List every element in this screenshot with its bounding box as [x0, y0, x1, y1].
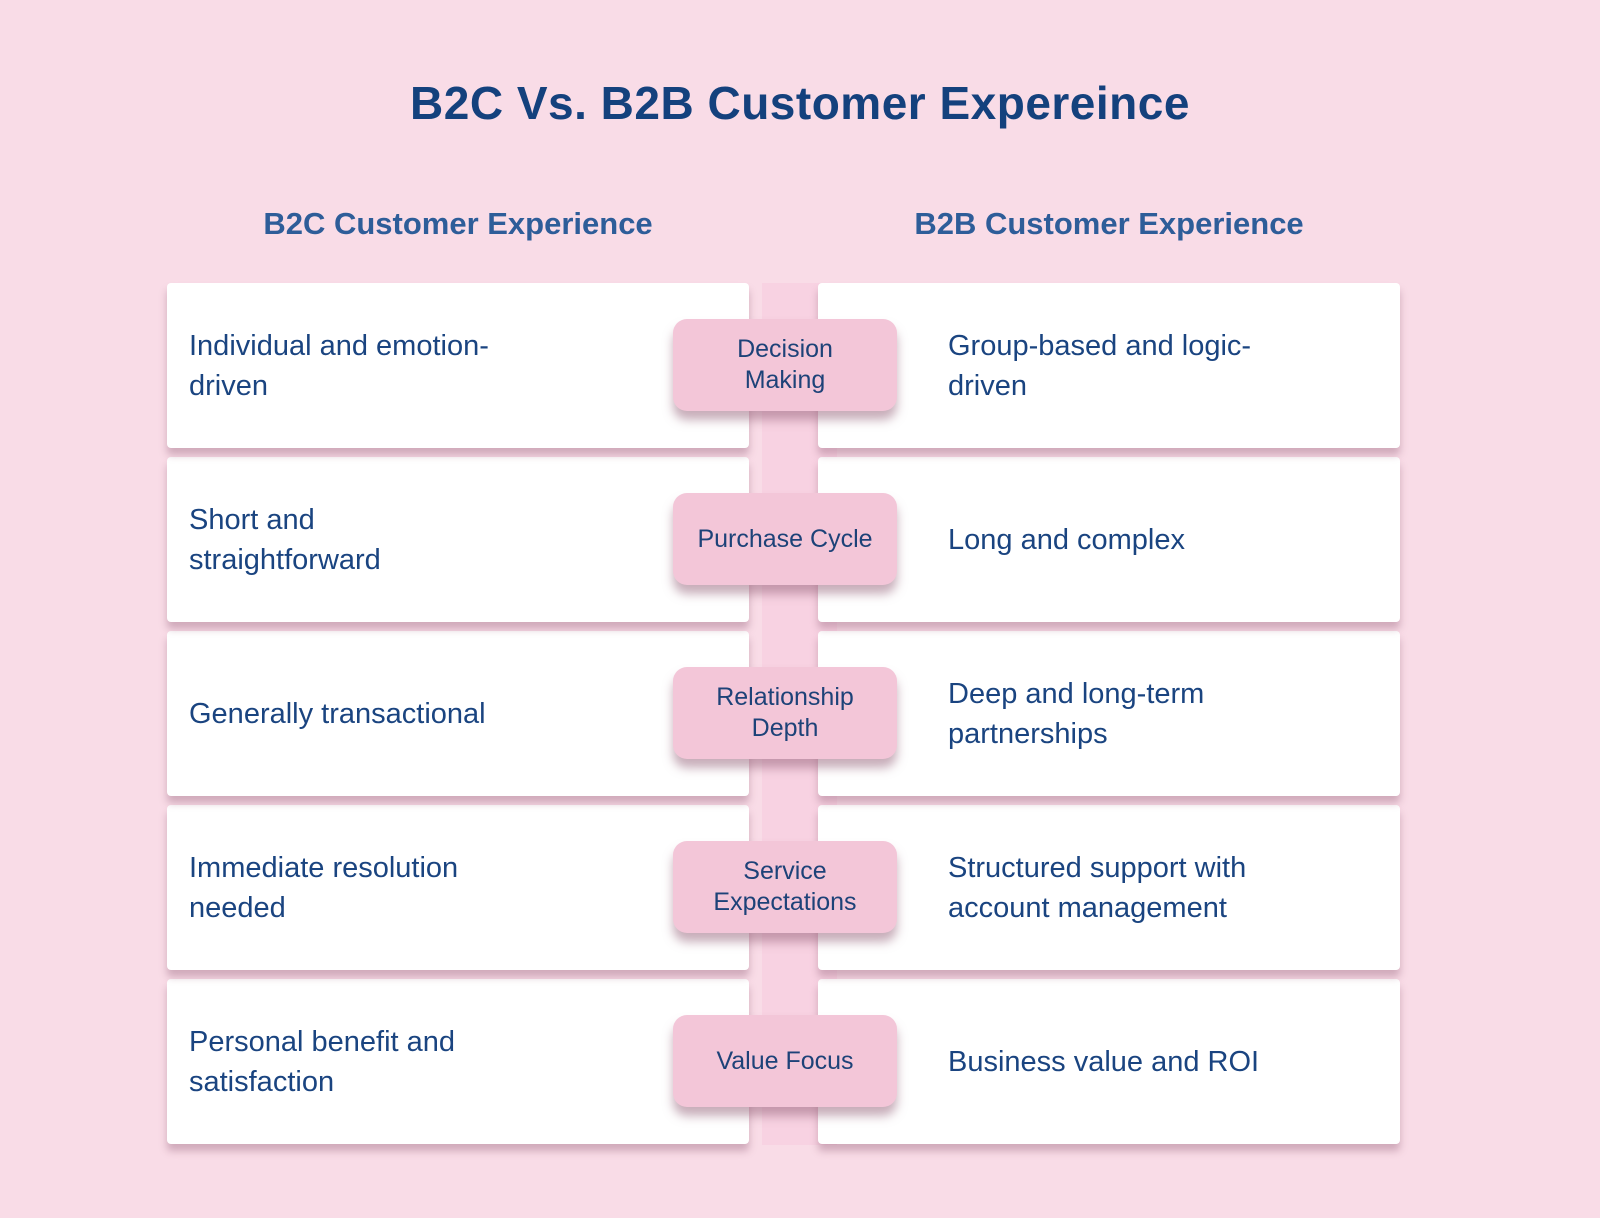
b2c-text: Personal benefit and satisfaction — [189, 1025, 456, 1098]
column-header-b2c: B2C Customer Experience — [263, 206, 653, 241]
b2b-card: Long and complex — [818, 457, 1400, 622]
b2c-text: Short and straightforward — [189, 503, 381, 576]
b2c-text: Immediate resolution needed — [189, 851, 459, 924]
category-pill: Purchase Cycle — [673, 493, 897, 585]
b2b-card: Structured support with account manageme… — [818, 805, 1400, 970]
category-pill: Decision Making — [673, 319, 897, 411]
b2b-text: Long and complex — [948, 523, 1185, 556]
b2b-card: Business value and ROI — [818, 979, 1400, 1144]
category-pill: Value Focus — [673, 1015, 897, 1107]
b2b-text: Structured support with account manageme… — [948, 851, 1247, 924]
b2c-text: Individual and emotion- driven — [189, 329, 489, 402]
b2b-text: Deep and long-term partnerships — [948, 677, 1205, 750]
column-header-b2b: B2B Customer Experience — [914, 206, 1304, 241]
b2c-card: Individual and emotion- driven — [167, 283, 749, 448]
page-title: B2C Vs. B2B Customer Expereince — [410, 77, 1190, 129]
b2c-card: Generally transactional — [167, 631, 749, 796]
b2c-card: Immediate resolution needed — [167, 805, 749, 970]
b2c-text: Generally transactional — [189, 697, 486, 730]
b2b-card: Deep and long-term partnerships — [818, 631, 1400, 796]
category-pill: Service Expectations — [673, 841, 897, 933]
b2b-card: Group-based and logic- driven — [818, 283, 1400, 448]
b2c-card: Short and straightforward — [167, 457, 749, 622]
category-pill: Relationship Depth — [673, 667, 897, 759]
b2b-text: Business value and ROI — [948, 1045, 1260, 1078]
b2c-card: Personal benefit and satisfaction — [167, 979, 749, 1144]
b2b-text: Group-based and logic- driven — [948, 329, 1252, 402]
